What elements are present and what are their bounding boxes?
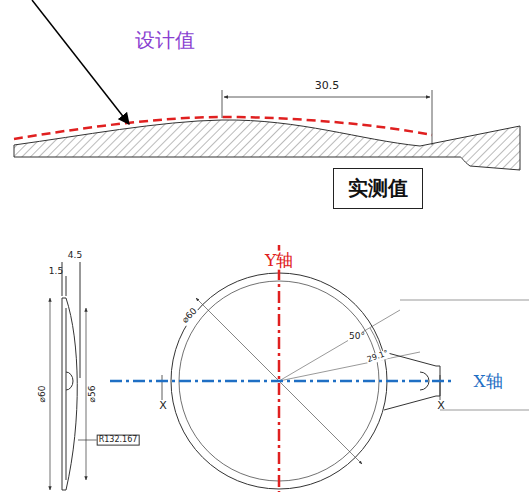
leader-arrow bbox=[32, 0, 129, 124]
radius-dimension: R132.167 bbox=[97, 435, 140, 446]
axis-label: X轴 bbox=[472, 372, 503, 391]
dimension: 1.5 bbox=[49, 267, 63, 277]
section-mark: X bbox=[437, 400, 445, 412]
axis-label: Y轴 bbox=[264, 251, 294, 270]
dimension: ⌀56 bbox=[88, 385, 98, 404]
dimension: 4.5 bbox=[68, 251, 82, 261]
dimension: 30.5 bbox=[315, 80, 340, 92]
y-axis bbox=[278, 245, 281, 492]
box-text: 实测值 bbox=[348, 175, 408, 202]
measured-value-box: 实测值 bbox=[333, 168, 423, 209]
angle-dimension: 50° bbox=[348, 332, 366, 342]
section-mark: X bbox=[159, 400, 167, 412]
angle-dimension: 29.1° bbox=[365, 349, 390, 365]
x-axis bbox=[110, 380, 455, 383]
design-curve bbox=[14, 117, 432, 139]
dimension-30-5 bbox=[222, 90, 432, 145]
dimension: ⌀60 bbox=[38, 385, 48, 404]
side-view bbox=[50, 262, 116, 490]
callout-label: 设计值 bbox=[135, 29, 195, 51]
